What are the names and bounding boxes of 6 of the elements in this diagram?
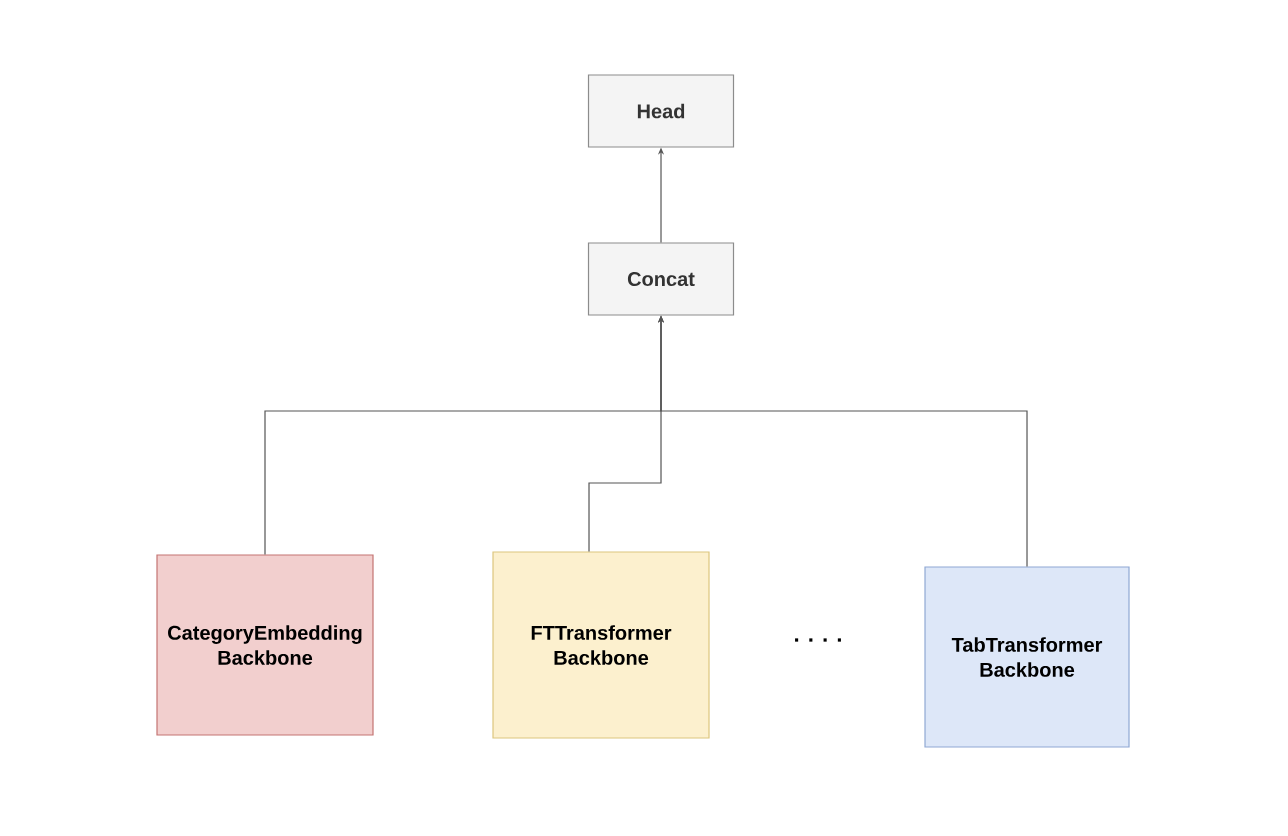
process-box: Head (587, 74, 735, 148)
process-box: TabTransformer Backbone (924, 566, 1130, 748)
process-box: Concat (587, 242, 735, 316)
ellipsis-dots: . . . . (795, 638, 841, 642)
process-box: CategoryEmbedding Backbone (156, 554, 374, 736)
process-box: FTTransformer Backbone (492, 551, 710, 739)
